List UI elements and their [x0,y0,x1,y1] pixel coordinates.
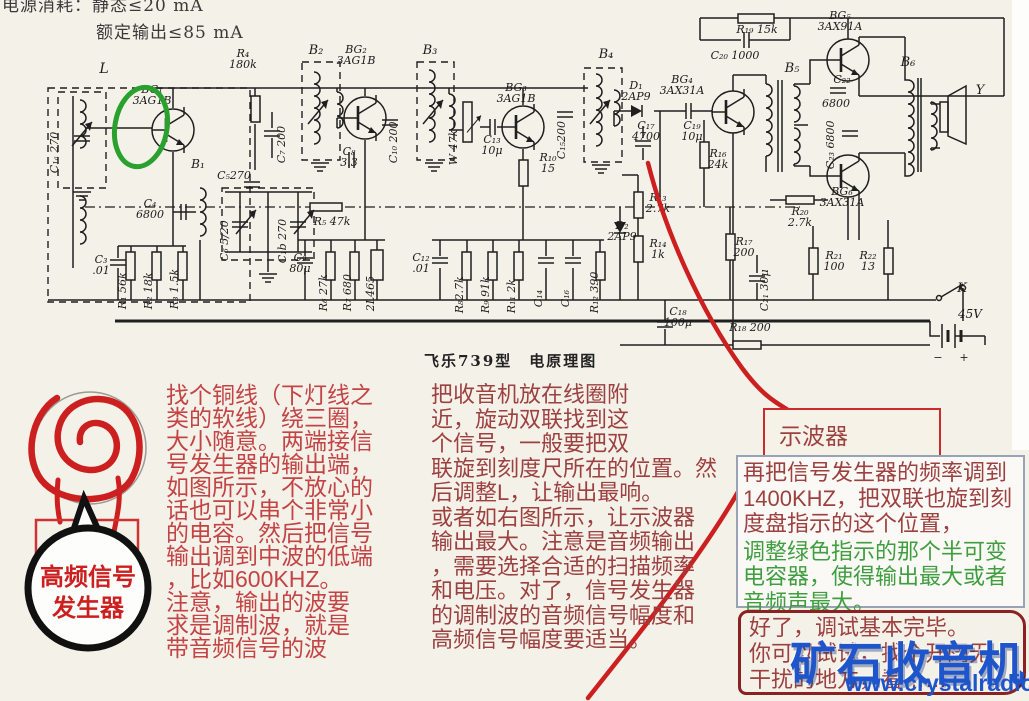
component-label: R₂₂ 13 [859,249,877,274]
component-label: C₁b 270 [275,218,289,264]
component-label: B₁ [191,157,205,171]
component-label: B₂ [308,43,324,58]
component-label: C₁₉ 10μ [681,119,703,144]
component-label: 6800 [822,97,850,110]
alignment-instructions-box: 再把信号发生器的频率调到 1400KHZ，把双联也旋到刻 度盘指示的这个位置， … [736,455,1025,615]
component-label: R₃ 1.5k [167,268,181,310]
component-label: C₂₂ [833,73,851,86]
component-label: R₁₀ 15 [539,151,557,176]
component-label: C₄ 6800 [136,197,164,222]
power-consumption-note: 电源消耗：静态≤20 mA [2,0,204,16]
power-switch-K [935,294,943,302]
component-label: R₆ 27k [316,274,330,312]
component-label: C₂₀ 1000 [710,49,760,62]
component-label: C₁₆ [558,289,572,308]
component-label: R₁₈ 200 [729,321,771,334]
component-label: C₂₁ 30μ [757,269,771,312]
coil-instructions-text: 找个铜线（下灯线之 类的软线）绕三圈， 大小随意。两端接信 号发生器的输出端， … [166,382,373,661]
component-label: C₅270 [217,169,251,182]
component-label: C₁ₐ 270 [47,131,61,174]
component-label: − [933,351,943,364]
component-label: R₁₇ 200 [733,235,755,260]
hf-generator-balloon-label: 高频信号 发生器 [40,564,136,623]
signal-coil-sketch [28,394,143,503]
page-margin [1012,0,1029,450]
alignment-1400khz-text: 再把信号发生器的频率调到 1400KHZ，把双联也旋到刻 度盘指示的这个位置， [743,460,1012,536]
component-label: R₇ 680 [340,274,354,312]
rated-output-note: 额定输出≤85 mA [96,23,244,43]
component-label: R₉ 91k [478,276,492,314]
component-label: K [957,281,967,296]
watermark-logo: 矿石收音机 [790,638,1025,690]
component-label: BG₁ 3AG1B [132,83,172,108]
component-label: C₃ .01 [92,253,110,278]
component-label: C₁₃ 10μ [481,133,503,158]
component-label: BG₆ 3AX31A [819,185,865,210]
component-label: R₂₀ 2.7k [787,205,813,230]
component-label: D₂ 2AP9 [607,219,637,244]
component-label: R₁₃ 2.7k [645,191,671,216]
component-label: C₆ 5/20 [217,220,231,262]
component-label: C₁₂ .01 [412,251,430,276]
finish-note-box: 好了，调试基本完毕。 你可以试试，找个开阔无 干扰的地方，看…… [738,610,1026,695]
schematic-labels: L C₁ₐ 270 BG₁ 3AG1B R₄ 180k C₇ 200 B₂ BG₂ 3AG1… [47,9,985,364]
balloon-pointer [65,489,107,544]
tuning-instructions-text: 把收音机放在线圈附 近，旋动双联找到这 个信号，一般要把双 联旋到刻度尺所在的位… [431,382,718,652]
component-label: BG₃ 3AG1B [496,81,536,106]
component-label: C₁₇ 4700 [632,119,660,144]
component-label: Y [975,83,985,98]
component-label: D₁ 2AP9 [621,79,651,104]
if-filter-2L465 [370,249,384,281]
component-label: R₁₉ 15k [736,23,778,36]
component-label: R₁₄ 1k [649,237,667,262]
component-label: BG₄ 3AX31A [659,73,705,98]
component-label: C₇ 200 [274,125,288,164]
component-label: R₅ 47k [313,215,351,228]
component-label: C₉ 80μ [289,251,311,276]
component-label: B₄ [598,47,614,62]
component-label: R₁ 56k [115,272,129,310]
component-label: W 47k [446,129,460,166]
component-label: R₁₁ 2k [504,278,518,314]
trimmer-adjust-text: 调整绿色指示的那个半可变 电容器，使得输出最大或者 音频声最大。 [743,538,1008,615]
component-label: B₃ [422,43,438,58]
component-label: R₈2.7k [452,276,466,314]
watermark-url: www.crystalradio.cn [845,670,1029,696]
component-label: BG₅ 3AX91A [817,9,863,34]
component-label: B₆ [900,55,916,70]
component-label: BG₂ 3AG1B [336,43,376,68]
component-label: C₂₃ 6800 [823,120,837,170]
component-label: R₁₆ 24k [707,147,729,172]
component-label: C₁₅200 [554,120,568,160]
oscilloscope-label: 示波器 [779,423,848,449]
component-label: R₂₁ 100 [823,249,845,274]
component-label: L [99,61,109,77]
component-label: C₁₄ [531,289,545,308]
component-label: C₈ 3.3 [340,145,358,170]
component-label: R₄ 180k [229,47,257,72]
component-label: R₂ 18k [141,272,155,310]
component-label: 2L465 [363,275,377,312]
component-label: C₁₈ 100μ [663,305,693,330]
volume-pot-W [462,101,473,143]
schematic-caption: 飞乐739型 电原理图 [424,352,598,370]
oscilloscope-box: 示波器 [763,408,941,457]
component-label: + [959,351,969,364]
component-label: 45V [958,307,982,321]
component-label: R₁₂ 390 [587,271,601,314]
component-label: B₅ [784,61,800,76]
component-label: C₁₀ 200 [386,121,400,164]
